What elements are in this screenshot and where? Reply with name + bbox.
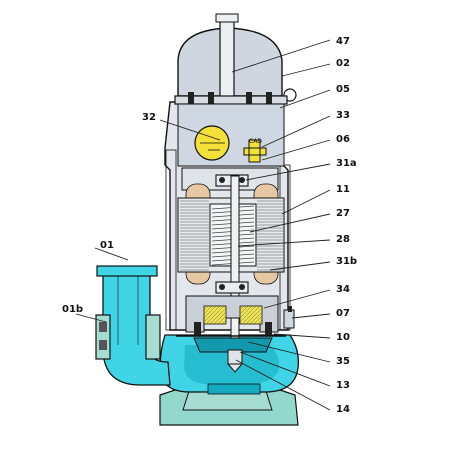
component-mark: CAD <box>249 138 262 145</box>
lower-bearing <box>215 281 249 294</box>
seal-hatch-line <box>203 305 217 319</box>
label-47: 47 <box>336 36 350 47</box>
capacitor-chamber <box>177 103 285 167</box>
starter-component <box>243 139 267 163</box>
seal-hatch-line <box>217 315 227 325</box>
label-05: 05 <box>336 84 350 95</box>
seal-hatch-line <box>241 305 261 325</box>
seal-hatch-line <box>257 319 263 325</box>
seal-hatch-line <box>253 315 263 325</box>
seal-hatch-line <box>209 307 227 325</box>
label-27: 27 <box>336 208 350 219</box>
seal-hatch-line <box>245 307 263 325</box>
seal-hatch-line <box>221 319 227 325</box>
flange-bolt-2 <box>99 340 107 350</box>
label-35: 35 <box>336 356 350 367</box>
label-13: 13 <box>336 380 350 391</box>
label-01: 01 <box>100 240 114 251</box>
seal-hatch-line <box>203 305 213 315</box>
label-28: 28 <box>336 234 350 245</box>
oil-plug <box>283 309 295 329</box>
seal-hatch-line <box>239 305 245 311</box>
label-34: 34 <box>336 284 350 295</box>
label-31b: 31b <box>336 256 357 267</box>
seal-hatch-line <box>239 305 249 315</box>
seal-hatch-line <box>239 305 257 323</box>
label-11: 11 <box>336 184 350 195</box>
seal-hatch-line <box>249 311 263 325</box>
seal-hatch-line <box>213 311 227 325</box>
flange-bolt-1 <box>99 322 107 332</box>
seal-hatch-line <box>205 305 225 325</box>
label-31a: 31a <box>336 158 357 169</box>
seal-hatch-line <box>203 305 209 311</box>
suction-inlet <box>207 383 261 395</box>
label-32: 32 <box>142 112 156 123</box>
label-33: 33 <box>336 110 350 121</box>
seal-hatch-line <box>239 305 253 319</box>
discharge-outlet-rim <box>96 265 158 277</box>
discharge-flange-right <box>145 314 161 360</box>
impeller <box>193 337 273 353</box>
label-06: 06 <box>336 134 350 145</box>
label-10: 10 <box>336 332 350 343</box>
motor-shaft <box>230 175 240 363</box>
label-02: 02 <box>336 58 350 69</box>
label-07: 07 <box>336 308 350 319</box>
label-14: 14 <box>336 404 350 415</box>
label-01b: 01b <box>62 304 83 315</box>
leader-lines <box>75 39 331 411</box>
seal-hatch-line <box>203 305 221 323</box>
